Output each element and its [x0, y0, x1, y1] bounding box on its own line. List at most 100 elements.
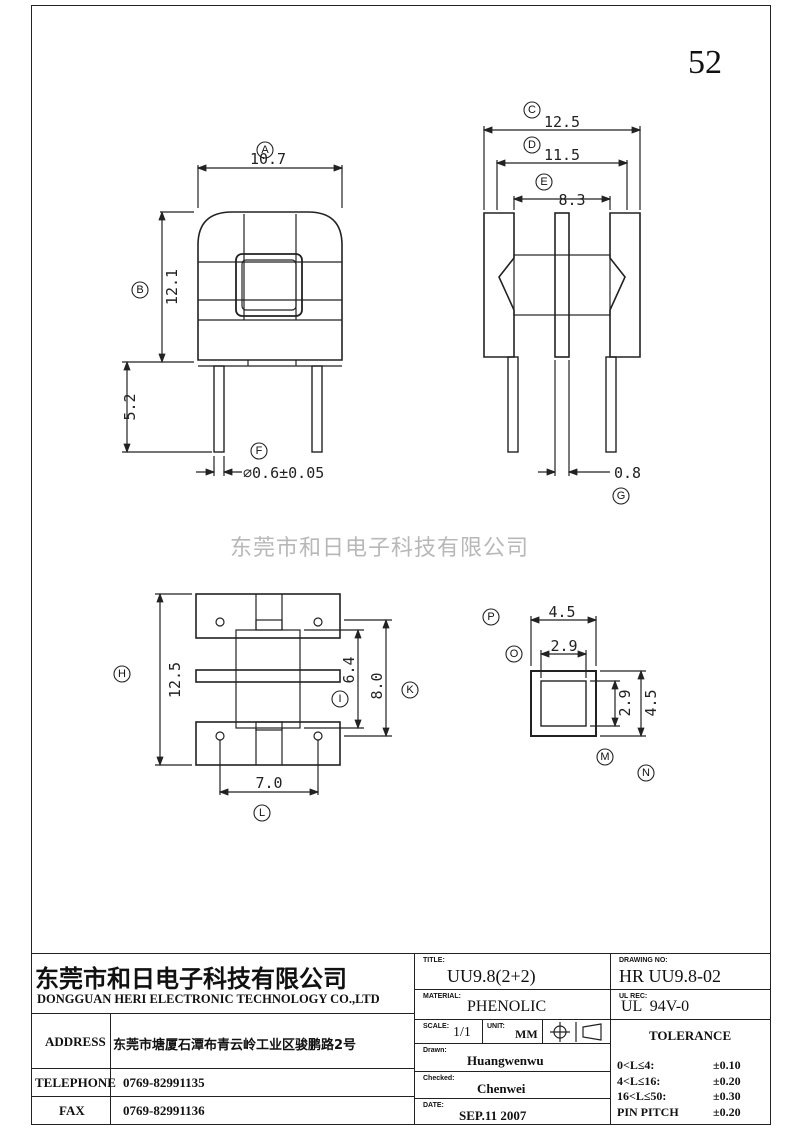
dim-n-value: 4.5 [642, 689, 660, 716]
label-i: I [338, 693, 341, 705]
drawn-label: Drawn: [423, 1047, 447, 1054]
scale-label: SCALE: [423, 1023, 450, 1030]
fax-label: FAX [59, 1103, 85, 1118]
bubble-h [113, 665, 131, 683]
projection-symbol-icon [550, 1022, 602, 1042]
tolerance-range-1: 0<L≤4: [617, 1058, 655, 1072]
dim-b-value: 12.1 [163, 269, 181, 305]
side-view [482, 126, 642, 476]
drawing-no-value: HR UU9.8-02 [619, 966, 721, 986]
tolerance-cell: TOLERANCE 0<L≤4: ±0.10 4<L≤16: ±0.20 16<… [611, 1020, 771, 1125]
checked-cell: Checked: Chenwei [415, 1072, 611, 1099]
dim-d-value: 11.5 [544, 146, 580, 164]
checked-value: Chenwei [477, 1081, 526, 1096]
tolerance-value-1: ±0.10 [713, 1058, 741, 1072]
dim-pin-length-value: 5.2 [121, 393, 139, 420]
bubble-b [131, 281, 149, 299]
bubble-g [612, 487, 630, 505]
telephone-value-cell: 0769-82991135 [111, 1069, 415, 1097]
watermark: 东莞市和日电子科技有限公司 [230, 536, 530, 561]
unit-value: MM [515, 1027, 538, 1041]
company-cell: 东莞市和日电子科技有限公司 DONGGUAN HERI ELECTRONIC T… [31, 954, 415, 1014]
dim-k-value: 8.0 [368, 672, 386, 699]
address-value: 东莞市塘厦石潭布青云岭工业区骏鹏路2号 [113, 1038, 357, 1053]
bubble-p [482, 608, 500, 626]
label-h: H [118, 668, 126, 680]
bubble-d [523, 136, 541, 154]
drawn-value: Huangwenwu [467, 1053, 544, 1068]
tolerance-range-4: PIN PITCH [617, 1105, 679, 1119]
label-k: K [406, 684, 414, 696]
material-cell: MATERIAL: PHENOLIC [415, 990, 611, 1020]
bubble-o [505, 645, 523, 663]
bubble-f [250, 442, 268, 460]
fax-value: 0769-82991136 [123, 1103, 205, 1118]
bubble-e [535, 173, 553, 191]
label-n: N [642, 767, 650, 779]
label-f: F [256, 445, 263, 457]
telephone-label: TELEPHONE [35, 1075, 116, 1090]
label-b: B [136, 284, 143, 296]
dim-g-value: 0.8 [614, 464, 641, 482]
drawing-frame [31, 5, 771, 1125]
company-name-en: DONGGUAN HERI ELECTRONIC TECHNOLOGY CO.,… [37, 992, 380, 1006]
drawing-no-label: DRAWING NO: [619, 957, 668, 964]
company-name-cn: 东莞市和日电子科技有限公司 [35, 965, 347, 993]
title-block: 东莞市和日电子科技有限公司 DONGGUAN HERI ELECTRONIC T… [31, 953, 771, 1126]
bubble-l [253, 804, 271, 822]
dim-a-value: 10.7 [250, 150, 286, 168]
date-value: SEP.11 2007 [459, 1108, 527, 1123]
bubble-n [637, 764, 655, 782]
bottom-view [155, 592, 392, 796]
label-l: L [259, 807, 265, 819]
bubble-m [596, 748, 614, 766]
dim-c-value: 12.5 [544, 113, 580, 131]
address-label: ADDRESS [45, 1034, 106, 1049]
ul-rec-cell: UL REC: UL 94V-0 [611, 990, 771, 1020]
dim-h-value: 12.5 [166, 662, 184, 698]
label-p: P [487, 611, 494, 623]
label-e: E [540, 176, 547, 188]
material-label: MATERIAL: [423, 993, 461, 1000]
dim-i-value: 6.4 [340, 656, 358, 683]
ul-rec-label: UL REC: [619, 993, 648, 1000]
core-section-view [529, 616, 646, 738]
unit-cell: UNIT: MM [483, 1020, 543, 1044]
scale-value: 1/1 [453, 1025, 471, 1040]
telephone-label-cell: TELEPHONE [31, 1069, 116, 1097]
title-value: UU9.8(2+2) [447, 966, 536, 986]
bubble-c [523, 101, 541, 119]
scale-cell: SCALE: 1/1 [415, 1020, 483, 1044]
date-cell: DATE: SEP.11 2007 [415, 1099, 611, 1125]
tolerance-range-2: 4<L≤16: [617, 1074, 661, 1088]
date-label: DATE: [423, 1102, 444, 1109]
title-cell: TITLE: UU9.8(2+2) [415, 954, 611, 990]
tolerance-title: TOLERANCE [649, 1028, 732, 1043]
dim-f-value: ∅0.6±0.05 [243, 464, 324, 482]
page-number: 52 [688, 44, 722, 81]
technical-drawing: A B C D E F G H I K L M N P O 10.7 12.1 … [113, 101, 660, 822]
tolerance-range-3: 16<L≤50: [617, 1089, 667, 1103]
dim-o-value: 2.9 [550, 637, 577, 655]
material-value: PHENOLIC [467, 998, 547, 1015]
tolerance-value-3: ±0.30 [713, 1089, 741, 1103]
telephone-value: 0769-82991135 [123, 1075, 205, 1090]
bubble-k [401, 681, 419, 699]
label-o: O [510, 648, 519, 660]
address-value-cell: 东莞市塘厦石潭布青云岭工业区骏鹏路2号 [111, 1014, 415, 1069]
tolerance-value-4: ±0.20 [713, 1105, 741, 1119]
drawing-no-cell: DRAWING NO: HR UU9.8-02 [611, 954, 771, 990]
address-label-cell: ADDRESS [31, 1014, 111, 1069]
bubble-a [256, 141, 274, 159]
label-c: C [528, 104, 536, 116]
unit-label: UNIT: [487, 1023, 505, 1030]
label-m: M [600, 751, 609, 763]
projection-cell [543, 1020, 611, 1044]
label-a: A [261, 144, 269, 156]
front-view [122, 164, 344, 476]
checked-label: Checked: [423, 1075, 455, 1082]
dim-m-value: 2.9 [616, 689, 634, 716]
title-label: TITLE: [423, 957, 445, 964]
dim-e-value: 8.3 [558, 191, 585, 209]
bubble-i [331, 690, 349, 708]
